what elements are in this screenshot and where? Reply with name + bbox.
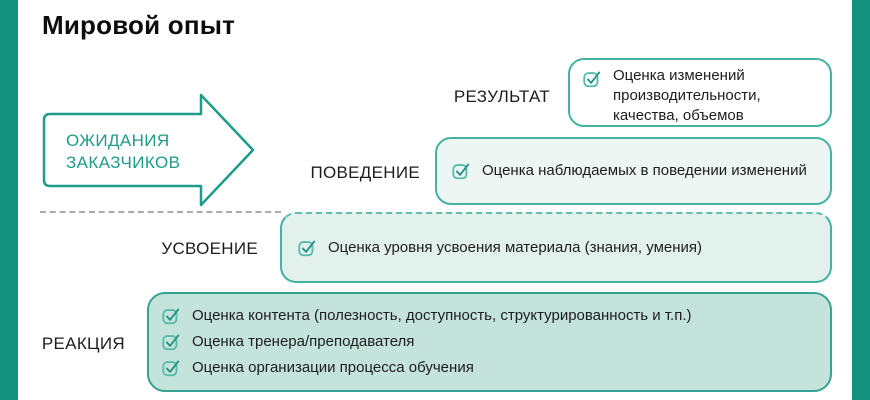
level-box-reaction: Оценка контента (полезность, доступность… (147, 292, 832, 392)
level-item-text: Оценка тренера/преподавателя (192, 333, 415, 350)
level-item-text: Оценка наблюдаемых в поведении изменений (482, 162, 807, 179)
left-accent-bar (0, 0, 18, 400)
level-box-result: Оценка изменений производительности, кач… (568, 58, 832, 127)
level-item-text: Оценка контента (полезность, доступность… (192, 307, 692, 324)
level-box-learning: Оценка уровня усвоения материала (знания… (280, 212, 832, 283)
level-item-text: Оценка изменений производительности, кач… (613, 67, 761, 124)
expectations-arrow-shape (42, 93, 255, 207)
level-label-result: РЕЗУЛЬТАТ (453, 87, 550, 106)
checkbox-check-icon (452, 163, 470, 180)
checkbox-check-icon (162, 334, 180, 351)
checkbox-check-icon (298, 240, 316, 256)
expectations-arrow-label: ОЖИДАНИЯ ЗАКАЗЧИКОВ (66, 131, 181, 172)
right-accent-bar (852, 0, 870, 400)
page-title: Мировой опыт (42, 10, 236, 40)
level-label-reaction: РЕАКЦИЯ (41, 334, 125, 353)
level-box-behavior: Оценка наблюдаемых в поведении изменений (435, 137, 832, 205)
checkbox-check-icon (162, 308, 180, 325)
dashed-divider (40, 211, 281, 213)
level-item-text: Оценка уровня усвоения материала (знания… (328, 238, 703, 256)
level-label-behavior: ПОВЕДЕНИЕ (310, 163, 420, 182)
checkbox-check-icon (583, 71, 601, 88)
level-label-learning: УСВОЕНИЕ (161, 239, 258, 258)
checkbox-check-icon (162, 360, 180, 377)
level-item-text: Оценка организации процесса обучения (192, 359, 474, 376)
